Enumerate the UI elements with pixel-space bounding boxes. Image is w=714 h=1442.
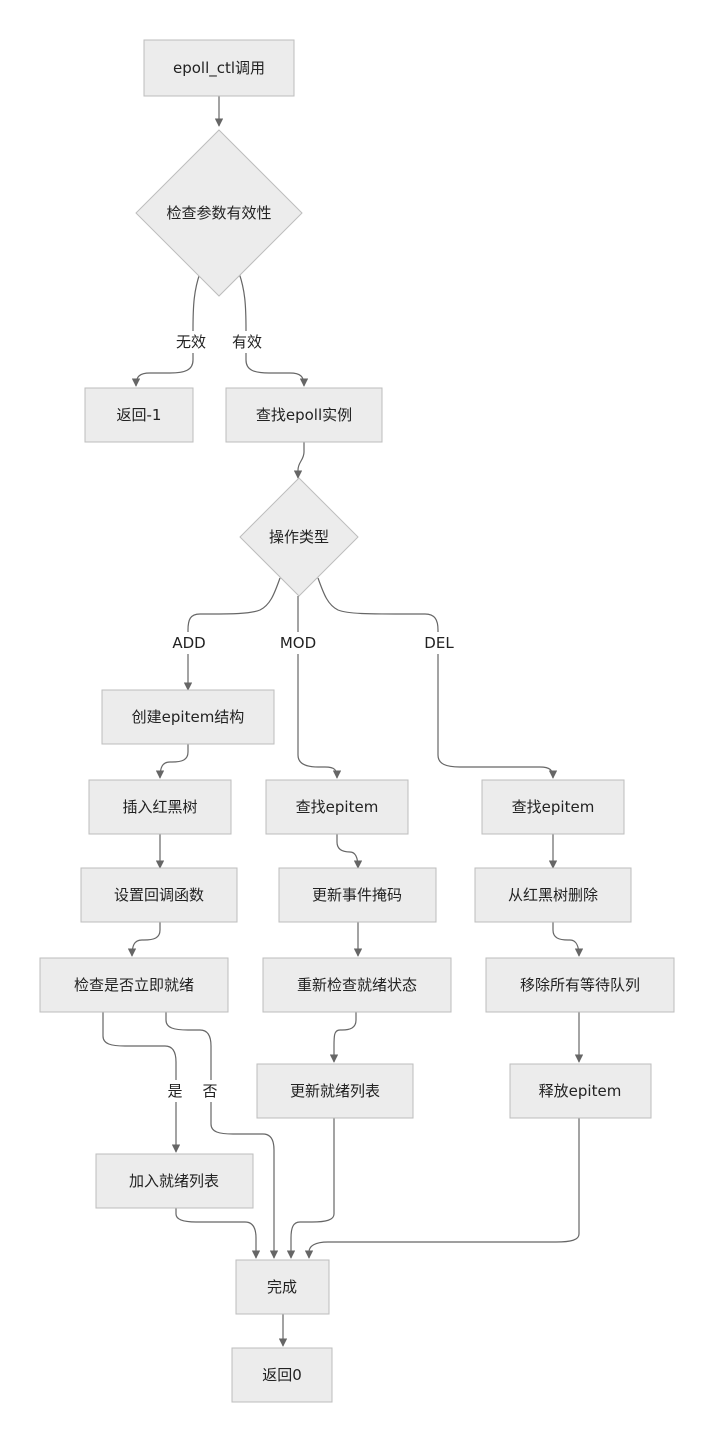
edge-checkready-no [165,1012,279,1259]
edge-find-to-optype [293,442,305,479]
svg-text:返回-1: 返回-1 [117,406,162,424]
edge-create-to-insert [155,744,189,779]
edge-free-to-done [304,1118,580,1259]
svg-text:查找epitem: 查找epitem [296,798,379,816]
node-free-epitem: 释放epitem [509,1063,652,1119]
edge-check-invalid-to-return [131,272,201,387]
svg-text:ADD: ADD [172,634,205,652]
svg-text:MOD: MOD [280,634,316,652]
svg-text:创建epitem结构: 创建epitem结构 [132,708,245,726]
svg-text:重新检查就绪状态: 重新检查就绪状态 [297,976,417,994]
edge-callback-to-checkready [127,922,161,957]
node-mod-find: 查找epitem [265,779,409,835]
svg-text:检查参数有效性: 检查参数有效性 [166,204,271,222]
svg-text:加入就绪列表: 加入就绪列表 [129,1172,219,1190]
node-done: 完成 [235,1259,330,1315]
edge-check-valid-to-find [238,272,309,387]
node-insert-rbtree: 插入红黑树 [88,779,232,835]
svg-text:操作类型: 操作类型 [269,528,329,546]
svg-text:插入红黑树: 插入红黑树 [122,798,197,816]
svg-text:检查是否立即就绪: 检查是否立即就绪 [74,976,194,994]
svg-text:释放epitem: 释放epitem [539,1082,622,1100]
node-check-params: 检查参数有效性 [135,129,303,297]
edge-label-invalid: 无效 [172,331,210,353]
edge-label-add: ADD [168,632,210,654]
edge-label-no: 否 [198,1080,222,1102]
edge-label-valid: 有效 [228,331,266,353]
edge-optype-add [183,577,281,691]
svg-text:无效: 无效 [176,333,206,351]
svg-text:是: 是 [167,1082,182,1100]
svg-text:返回0: 返回0 [262,1366,302,1384]
svg-text:否: 否 [202,1082,217,1100]
edge-label-yes: 是 [163,1080,187,1102]
svg-text:移除所有等待队列: 移除所有等待队列 [520,976,640,994]
svg-text:更新就绪列表: 更新就绪列表 [290,1082,380,1100]
node-op-type: 操作类型 [239,477,359,597]
svg-text:有效: 有效 [232,333,262,351]
node-add-ready: 加入就绪列表 [95,1153,254,1209]
edge-label-del: DEL [420,632,458,654]
svg-text:从红黑树删除: 从红黑树删除 [508,886,598,904]
edge-recheck-to-updatelist [329,1012,357,1063]
node-remove-wait: 移除所有等待队列 [485,957,675,1013]
node-update-ready-list: 更新就绪列表 [256,1063,414,1119]
svg-text:更新事件掩码: 更新事件掩码 [312,886,402,904]
svg-text:完成: 完成 [267,1278,297,1296]
edge-label-mod: MOD [276,632,320,654]
node-remove-rbtree: 从红黑树删除 [474,867,632,923]
edge-updatelist-to-done [286,1118,335,1259]
node-recheck-ready: 重新检查就绪状态 [262,957,452,1013]
edge-modfind-to-update [336,834,363,869]
svg-text:查找epitem: 查找epitem [512,798,595,816]
edge-optype-del [317,577,558,779]
svg-text:epoll_ctl调用: epoll_ctl调用 [173,59,265,78]
edge-remove-to-removewait [552,922,584,957]
edge-checkready-yes [102,1012,181,1153]
svg-text:DEL: DEL [424,634,454,652]
node-start: epoll_ctl调用 [143,39,295,97]
svg-text:设置回调函数: 设置回调函数 [114,886,204,904]
node-check-ready: 检查是否立即就绪 [39,957,229,1013]
node-return0: 返回0 [231,1347,333,1403]
node-find-epoll: 查找epoll实例 [225,387,383,443]
node-set-callback: 设置回调函数 [80,867,238,923]
svg-text:查找epoll实例: 查找epoll实例 [256,406,352,424]
node-return-neg1: 返回-1 [84,387,194,443]
edge-optype-mod [297,596,342,779]
edge-addready-to-done [175,1208,261,1259]
node-create-epitem: 创建epitem结构 [101,689,275,745]
node-del-find: 查找epitem [481,779,625,835]
node-update-mask: 更新事件掩码 [278,867,437,923]
